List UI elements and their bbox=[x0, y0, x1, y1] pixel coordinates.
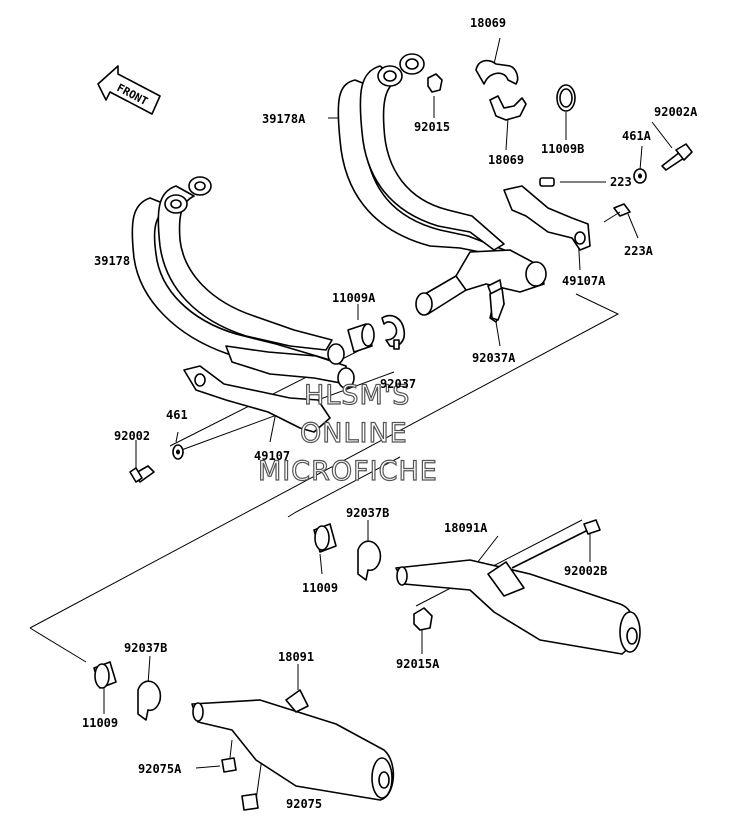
clamp-18069-lower bbox=[489, 95, 527, 121]
bracket-49107 bbox=[183, 365, 331, 433]
gasket-11009-mid bbox=[313, 523, 337, 553]
callout-92037B-mid: 92037B bbox=[346, 506, 389, 520]
washer-461A bbox=[633, 168, 647, 184]
bolt-92002A bbox=[661, 143, 693, 171]
bolt-92002 bbox=[129, 465, 155, 483]
callout-39178A: 39178A bbox=[262, 112, 306, 126]
callout-18091: 18091 bbox=[278, 650, 314, 664]
callout-461A: 461A bbox=[622, 129, 652, 143]
bolt-223A bbox=[603, 203, 631, 223]
gasket-11009B bbox=[556, 84, 576, 112]
callout-11009-bottom: 11009 bbox=[82, 716, 118, 730]
bolt-92002B bbox=[511, 519, 601, 569]
callout-11009-mid: 11009 bbox=[302, 581, 338, 595]
watermark-line-2: ONLINE bbox=[300, 418, 408, 449]
callout-92015: 92015 bbox=[414, 120, 450, 134]
callout-92037A: 92037A bbox=[472, 351, 516, 365]
callout-92002A: 92002A bbox=[654, 105, 698, 119]
grommet-92075 bbox=[241, 793, 259, 811]
callout-18069-lower: 18069 bbox=[488, 153, 524, 167]
grommet-92075A bbox=[221, 757, 237, 773]
callout-92002B: 92002B bbox=[564, 564, 607, 578]
exhaust-pipe-39178A bbox=[337, 53, 547, 323]
callout-223A: 223A bbox=[624, 244, 654, 258]
callout-39178: 39178 bbox=[94, 254, 130, 268]
callout-11009B: 11009B bbox=[541, 142, 584, 156]
watermark-line-3: MICROFICHE bbox=[258, 456, 438, 487]
callout-223: 223 bbox=[610, 175, 632, 189]
muffler-18091 bbox=[191, 689, 395, 801]
callout-92075A: 92075A bbox=[138, 762, 182, 776]
callout-18069-upper: 18069 bbox=[470, 16, 506, 30]
clamp-92037B-mid bbox=[357, 540, 382, 581]
watermark: HLSM'S ONLINE MICROFICHE bbox=[257, 379, 438, 487]
muffler-18091A bbox=[395, 559, 641, 655]
callout-18091A: 18091A bbox=[444, 521, 488, 535]
callout-92037B-bottom: 92037B bbox=[124, 641, 167, 655]
nut-92015A bbox=[413, 607, 433, 631]
callout-labels: 18069 18069 39178A 92015 11009B 92002A 4… bbox=[82, 16, 698, 811]
nut-92015 bbox=[427, 73, 443, 93]
callout-49107A: 49107A bbox=[562, 274, 606, 288]
clamp-18069-upper bbox=[475, 59, 519, 85]
callout-92002: 92002 bbox=[114, 429, 150, 443]
callout-92015A: 92015A bbox=[396, 657, 440, 671]
front-arrow-icon: FRONT bbox=[97, 65, 161, 115]
gasket-11009-bottom bbox=[93, 661, 117, 689]
clamp-92037 bbox=[381, 314, 406, 350]
callout-461: 461 bbox=[166, 408, 188, 422]
washer-461 bbox=[172, 444, 184, 460]
gasket-11009A bbox=[347, 323, 375, 353]
callout-92037: 92037 bbox=[380, 377, 416, 391]
bolt-223 bbox=[539, 177, 555, 187]
clamp-92037A bbox=[489, 287, 505, 321]
watermark-line-1: HLSM'S bbox=[304, 380, 410, 411]
callout-49107: 49107 bbox=[254, 449, 290, 463]
exhaust-pipe-39178 bbox=[131, 176, 355, 389]
bracket-49107A bbox=[503, 185, 591, 251]
callout-11009A: 11009A bbox=[332, 291, 376, 305]
clamp-92037B-bottom bbox=[137, 680, 162, 721]
callout-92075: 92075 bbox=[286, 797, 322, 811]
